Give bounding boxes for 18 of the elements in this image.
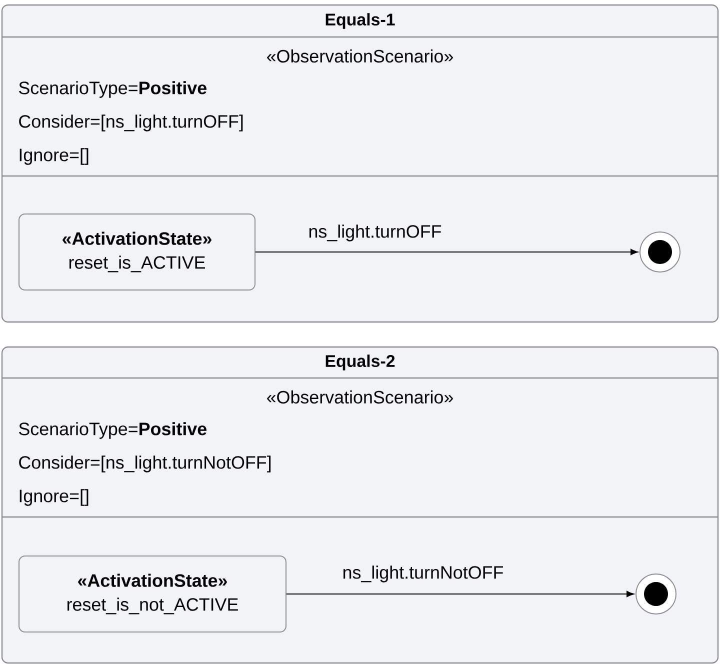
edge-label: ns_light.turnNotOFF xyxy=(343,566,503,582)
final-state xyxy=(640,232,680,272)
frame-title: Equals-1 xyxy=(326,13,395,29)
property-text: Ignore=[] xyxy=(20,148,88,165)
edge-label: ns_light.turnOFF xyxy=(309,224,442,242)
final-state xyxy=(636,574,676,614)
property-text: Consider=[ns_light.turnNotOFF] xyxy=(19,456,271,472)
transition-arrow xyxy=(255,248,638,256)
state-box: «ActivationState» reset_is_not_ACTIVE xyxy=(18,556,286,632)
property-text: ScenarioType=Positive xyxy=(19,81,206,98)
state-box: «ActivationState» reset_is_ACTIVE xyxy=(18,214,256,290)
frame-title: Equals-2 xyxy=(326,354,395,370)
property-text: Consider=[ns_light.turnOFF] xyxy=(19,114,243,132)
transition-arrow xyxy=(286,590,634,598)
stereotype-label: «ObservationScenario» xyxy=(267,49,453,63)
stereotype-label: «ObservationScenario» xyxy=(267,390,453,404)
property-text: ScenarioType=Positive xyxy=(19,422,206,439)
property-text: Ignore=[] xyxy=(20,489,88,506)
